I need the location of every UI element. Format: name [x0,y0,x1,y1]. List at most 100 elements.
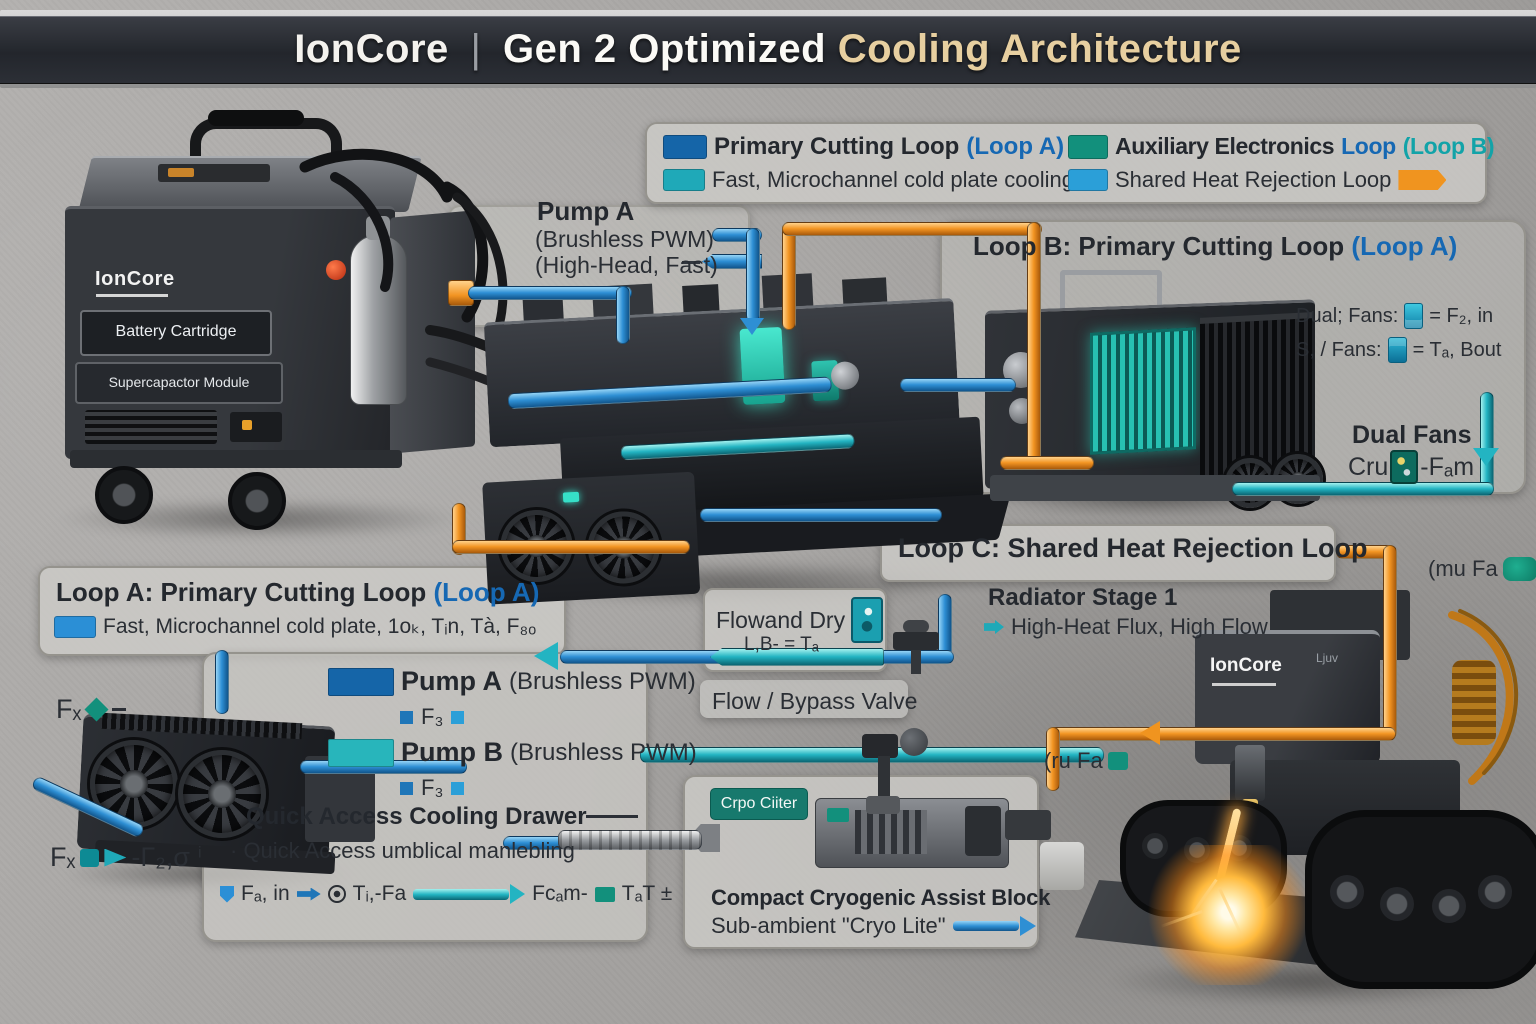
loop-b-title-text: Loop B: Primary Cutting Loop [973,231,1345,261]
pump-b-tag: F₃ [421,775,444,800]
flow-f3: Fcₐm- [532,882,588,905]
pump-b-swatch [328,738,394,767]
fan-label-bottom-post: -Γ₂,σ ⁱ [131,842,203,872]
bypass-label-bg [700,680,908,718]
rear-track-wheel-4 [1478,875,1512,909]
orange-into-radiator [1000,456,1094,470]
valve-top-stem [911,650,921,674]
rear-track-wheel-3 [1432,889,1466,923]
cryo-teal-chip [827,808,849,822]
cart-brand-label: IonCore [95,268,175,290]
orange-cart-bottom-h [452,540,690,554]
cryo-end-block [965,806,1001,856]
dual-fans-sub: Cru -Fₐm [1348,450,1474,484]
valve-top-body [893,632,939,650]
legend-swatch-orange-arrow [1398,170,1447,190]
teal-small-chip-icon [1107,752,1128,770]
flow-f4: TₐT ± [621,882,673,905]
legend-primary-label: Primary Cutting Loop [714,133,960,160]
teal-square-icon [80,848,100,867]
dual-fans-sub-pre: Cru [1348,452,1389,481]
radiator-stage-title: Radiator Stage 1 [988,584,1178,611]
legend-swatch-shared [1068,169,1108,191]
flag-icon [220,885,234,903]
cart-wheel-right [228,472,286,530]
flow-dry-line1-row: Flowand Dry [716,597,884,643]
robot-nozzle [1235,745,1265,801]
loop-a-swatch [54,615,96,638]
cart-indicator [242,420,252,430]
pump-a-down-pipe [746,228,760,322]
valve-top [893,620,943,680]
cryo-ribs [855,810,927,854]
robot-tag-top: (mu Fa [1428,556,1498,581]
long-teal-arrow-head [510,884,526,904]
robot-tag-mid-row: (ru Fa [1044,748,1128,774]
legend-item-shared: Shared Heat Rejection Loop [1068,167,1447,193]
pump-a-row: Pump A (Brushless PWM) [328,666,696,697]
pump-a-detail: (Brushless PWM) [509,667,696,695]
robot-tag-mid: (ru Fa [1044,748,1103,773]
legend-item-primary: Primary Cutting Loop (Loop A) [663,133,1064,161]
robot-model-label: Ljuv [1316,651,1339,665]
loop-b-title-paren: (Loop A) [1351,231,1458,261]
loop-a-title: Loop A: Primary Cutting Loop (Loop A) [56,577,539,608]
robot-brand-underline [1212,683,1276,686]
blue-module-to-radiator [900,378,1016,392]
pump-b-row: Pump B (Brushless PWM) [328,737,697,768]
fanunit-fan-2 [178,750,266,838]
loop-a-title-text: Loop A: Primary Cutting Loop [56,577,427,607]
bypass-valve-stem [878,756,890,796]
rear-track-wheel-2 [1380,887,1414,921]
orange-top-h [782,222,1042,236]
module-teal-dot [562,491,580,503]
radiator-stage-sub: High-Heat Flux, High Flow [1011,614,1268,639]
page-title: IonCore | Gen 2 Optimized Cooling Archit… [0,24,1536,74]
blue-module-bottom-h [700,508,942,522]
cryo-arrow-head [1019,916,1036,936]
loop-b-fans-line-2: S, / Fans: = Tₐ, Bout [1296,337,1501,363]
cru-chip-icon [1390,450,1419,484]
battery-cartridge-plate: Battery Cartridge [80,310,272,356]
cryo-assembly [500,790,1100,900]
pump-a-swatch [328,667,394,696]
teal-loopb-h [1232,482,1494,496]
loop-a-title-paren: (Loop A) [433,577,540,607]
fan-label-top-text: Fₓ [56,694,82,724]
drawer-title: Quick Access Cooling Drawer [246,803,587,830]
battery-cart: IonCore Battery Cartridge Supercapactor … [40,110,508,530]
loop-c-title: Loop C: Shared Heat Rejection Loop [898,533,1368,563]
cryo-arrow-bar [952,921,1019,931]
teal-arrow-bullet-icon [984,620,1004,634]
cart-cylinder [350,235,407,405]
supercap-plate: Supercapactor Module [75,362,283,404]
drawer-sub: · Quick Access umblical manlebling [230,838,575,863]
bypass-valve-disc [900,728,928,756]
pump-a-callout-line3: (High-Head, Fast) [535,252,718,278]
legend-primary-paren: (Loop A) [966,133,1065,160]
orange-top-v1 [782,222,796,330]
pump-b-tag-row: F₃ [400,775,465,801]
teal-loopb-v [1480,392,1494,494]
bypass-valve-label: Flow / Bypass Valve [712,688,918,714]
teal-chip-icon [594,886,615,902]
cryo-pedestal [1040,842,1084,890]
pump-a-tag: F₃ [421,704,444,729]
legend-box [645,122,1487,204]
bypass-valve-foot [866,796,900,814]
orange-arrow-left [1140,721,1160,745]
pump-a-callout-title: Pump A [537,196,635,226]
pipe-cart-to-module-h [468,286,632,300]
title-bar: IonCore | Gen 2 Optimized Cooling Archit… [0,10,1536,88]
laser-robot: IonCore Ljuv [1075,545,1536,1015]
legend-item-auxiliary: Auxiliary Electronics Loop (Loop B) [1068,133,1494,160]
legend-microchannel-label: Fast, Microchannel cold plate cooling [712,167,1074,192]
title-main: Gen 2 Optimized [502,27,827,71]
pump-b-name: Pump B [401,737,504,767]
cart-base-bar [70,450,402,468]
radiator-stage-sub-row: High-Heat Flux, High Flow [984,614,1268,640]
fan-chip-icon [1404,303,1424,329]
legend-aux-paren: (Loop B) [1402,133,1495,159]
robot-brand-label: IonCore [1210,655,1282,676]
